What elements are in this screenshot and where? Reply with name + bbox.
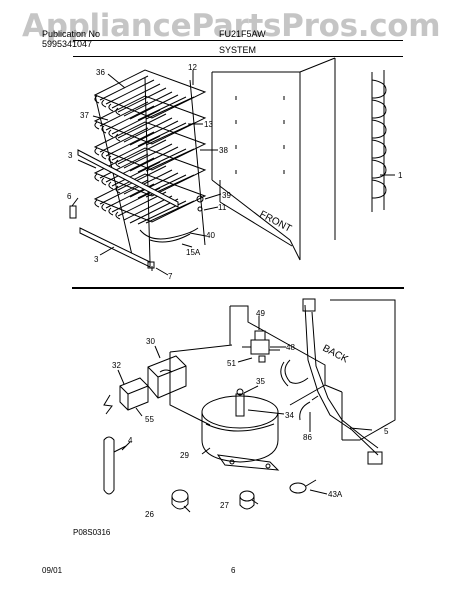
grommet-27 [239,490,255,510]
label-32: 32 [112,361,121,370]
publication-label: Publication No [42,29,101,39]
screw-7 [147,261,155,271]
label-34: 34 [285,411,294,420]
label-6: 6 [67,192,72,201]
label-36: 36 [96,68,105,77]
label-3-upper: 3 [68,151,73,160]
label-front: FRONT [258,209,294,235]
cabinet-back-outline [169,299,396,441]
watermark: AppliancePartsPros.com [22,8,441,44]
header-rule-top [73,40,403,41]
label-55: 55 [145,415,154,424]
wire-harness-5 [304,304,379,456]
tube-86 [299,395,319,421]
condenser-coil [371,70,387,212]
footer-date: 09/01 [42,566,63,575]
bracket-11 [197,206,203,212]
label-13: 13 [204,120,213,129]
section-divider [72,287,404,289]
label-51: 51 [227,359,236,368]
label-38: 38 [219,146,228,155]
model-number: FU21F5AW [219,29,266,39]
label-30: 30 [146,337,155,346]
label-37: 37 [80,111,89,120]
label-48: 48 [286,343,295,352]
label-86: 86 [303,433,312,442]
cabinet-outline [211,57,336,261]
clip-43a [289,479,317,494]
compressor [201,388,280,471]
start-relay [147,355,187,399]
label-1: 1 [398,171,403,180]
label-7: 7 [168,272,173,281]
label-39: 39 [222,191,231,200]
label-12: 12 [188,63,197,72]
solenoid-valve [242,330,280,363]
label-3-lower: 3 [94,255,99,264]
connector-top [302,298,316,312]
wire-32 [103,394,113,415]
label-15a: 15A [186,248,201,257]
grommet-26 [171,489,189,510]
filter-drier [103,436,127,495]
label-11: 11 [218,203,227,212]
page-number: 6 [231,566,236,575]
label-35: 35 [256,377,265,386]
publication-number: 5995341047 [42,39,93,49]
plug-connector [367,451,383,465]
shelf-clip-6 [69,205,77,219]
label-49: 49 [256,309,265,318]
label-back: BACK [321,343,350,366]
label-26: 26 [145,510,154,519]
label-5: 5 [384,427,389,436]
bracket-39 [196,195,204,203]
label-40: 40 [206,231,215,240]
section-title: SYSTEM [219,45,257,55]
label-43a: 43A [328,490,343,499]
diagram-code: P08S0316 [73,528,111,537]
label-29: 29 [180,451,189,460]
label-27: 27 [220,501,229,510]
evaporator-shelf-stack [93,69,207,263]
header-rule-bottom [73,56,403,57]
shelf-front-trim [77,149,179,268]
label-4: 4 [128,436,133,445]
overload-protector [119,377,149,411]
